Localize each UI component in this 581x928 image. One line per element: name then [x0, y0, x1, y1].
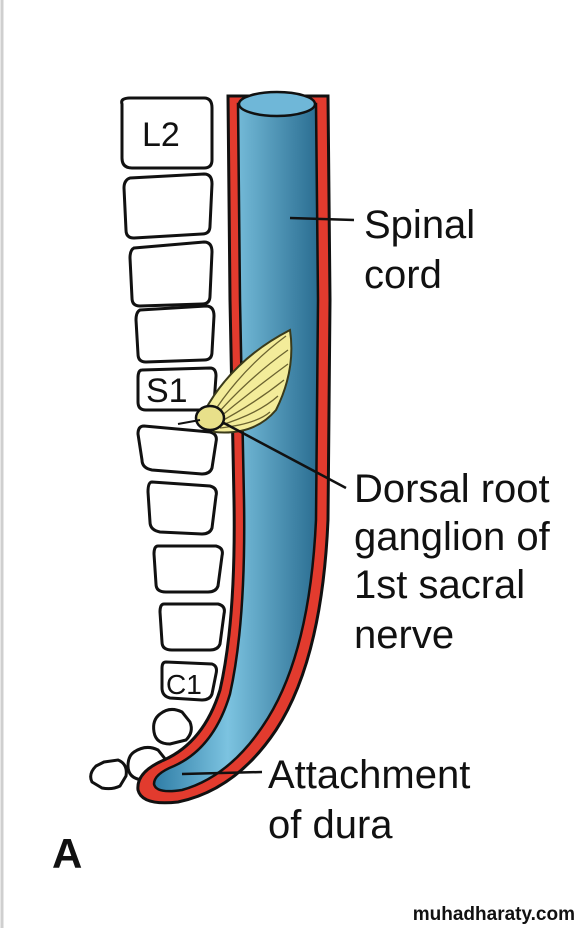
watermark: muhadharaty.com: [413, 904, 575, 925]
vertebra-label-s1: S1: [146, 372, 188, 410]
label-spinal-cord-line2: cord: [364, 253, 442, 297]
nerve-stem: [177, 419, 201, 425]
label-dorsal-root-line1: Dorsal root: [354, 467, 550, 511]
vertebra-label-l2: L2: [142, 116, 180, 154]
vertebra: [122, 172, 214, 240]
label-attachment-line2: of dura: [268, 803, 393, 847]
label-dorsal-root-line4: nerve: [354, 613, 454, 657]
panel-label: A: [52, 830, 82, 877]
leader-spinal-cord: [289, 216, 355, 222]
leader-attachment: [181, 770, 263, 776]
vertebra-label-c1: C1: [166, 669, 202, 700]
vertebra: [128, 240, 214, 308]
vertebra: [146, 480, 218, 536]
coccygeal-segment: [152, 707, 193, 746]
cord-top: [237, 90, 317, 118]
vertebra: [152, 544, 224, 594]
dorsal-root-ganglion: [177, 328, 293, 434]
label-dorsal-root-line2: ganglion of: [354, 515, 551, 559]
label-spinal-cord-line1: Spinal: [364, 203, 475, 247]
vertebra: [136, 424, 218, 476]
spinal-cord: [136, 90, 332, 805]
label-dorsal-root-line3: 1st sacral: [354, 563, 525, 607]
ganglion-body: [194, 404, 226, 432]
vertebra: [158, 602, 226, 652]
vertebral-column: [89, 96, 226, 791]
vertebra: [134, 304, 216, 364]
vertebra-c1: [160, 660, 218, 702]
coccygeal-segment: [89, 758, 128, 791]
leader-dorsal-root: [221, 420, 347, 490]
vertebra-l2: [120, 96, 214, 170]
cord-body: [152, 102, 320, 793]
label-attachment-line1: Attachment: [268, 753, 470, 797]
nerve-rootlets: [202, 328, 293, 434]
